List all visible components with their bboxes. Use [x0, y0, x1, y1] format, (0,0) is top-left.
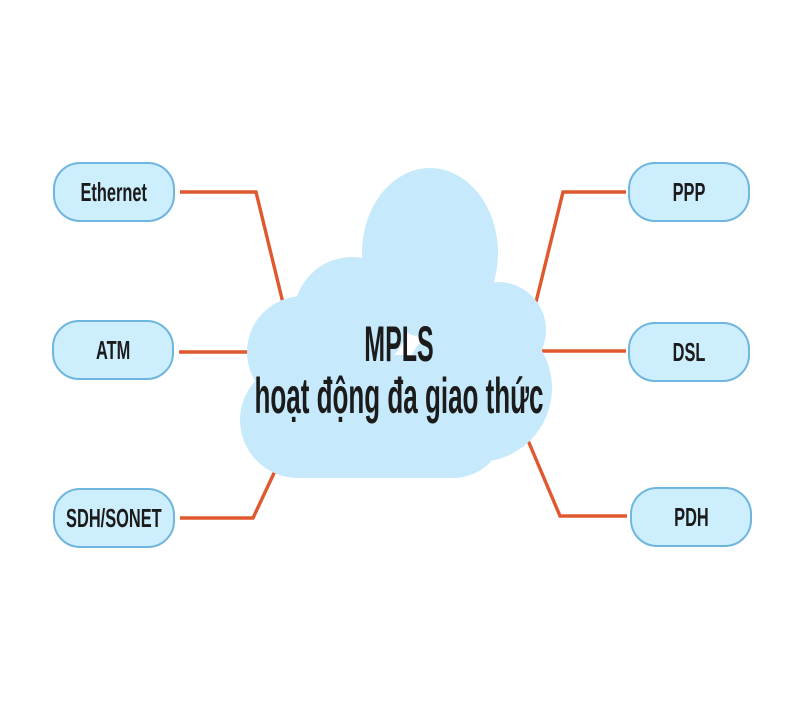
connector-ppp: [534, 190, 626, 303]
node-dsl-label: DSL: [672, 337, 706, 367]
node-sdh-sonet: SDH/SONET: [53, 488, 175, 548]
cloud-base: [255, 355, 505, 478]
node-ppp-label: PPP: [672, 177, 706, 207]
node-sdh-sonet-label: SDH/SONET: [66, 503, 162, 533]
mpls-cloud-shape: [240, 168, 552, 478]
connector-sdh-sonet: [180, 470, 277, 520]
node-dsl: DSL: [628, 322, 750, 382]
node-ppp: PPP: [628, 162, 750, 222]
node-atm: ATM: [52, 320, 174, 380]
cloud-lobe-upper-right: [450, 282, 546, 378]
cloud-subtitle: hoạt động đa giao thức: [254, 368, 544, 424]
node-atm-label: ATM: [95, 335, 131, 365]
node-ethernet-label: Ethernet: [80, 177, 148, 207]
node-ethernet: Ethernet: [53, 162, 175, 222]
connector-ethernet: [180, 190, 285, 304]
node-pdh: PDH: [630, 487, 752, 547]
cloud-title: MPLS: [364, 316, 434, 372]
node-pdh-label: PDH: [673, 502, 709, 532]
cloud-caption: MPLS hoạt động đa giao thức: [121, 318, 677, 422]
connector-pdh: [525, 437, 627, 518]
connectors: [179, 190, 627, 520]
